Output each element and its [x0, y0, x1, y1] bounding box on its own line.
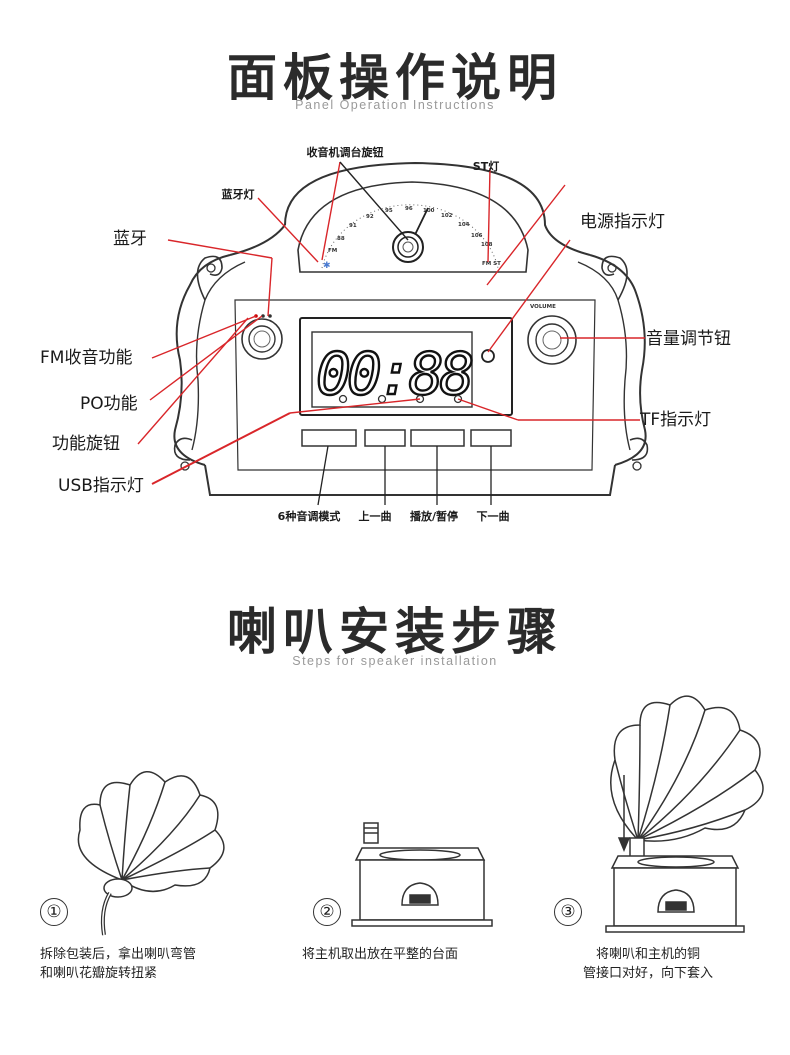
step-caption-line: 将主机取出放在平整的台面 [302, 947, 459, 962]
down-arrow-icon [617, 775, 631, 852]
device-outline [173, 161, 649, 496]
step-caption-3: 将喇叭和主机的铜 管接口对好，向下套入 [583, 945, 713, 983]
label-prev-track: 上一曲 [359, 509, 392, 523]
label-function-knob: 功能旋钮 [52, 434, 120, 454]
label-next-track: 下一曲 [477, 509, 510, 523]
volume-knob[interactable]: VOLUME [527, 304, 577, 365]
button-row [301, 429, 512, 447]
step-caption-line: 管接口对好，向下套入 [583, 966, 714, 981]
label-tuning-knob: 收音机调台旋钮 [307, 145, 384, 159]
dial-num: 91 [349, 223, 357, 229]
label-bluetooth-light: 蓝牙灯 [222, 187, 255, 201]
bluetooth-icon: ✱ [323, 261, 331, 271]
tone-mode-button[interactable] [301, 429, 357, 447]
dial-num: 96 [405, 206, 413, 212]
install-section-subtitle: Steps for speaker installation [292, 654, 498, 668]
dial-num: 92 [366, 214, 374, 220]
label-bluetooth: 蓝牙 [113, 229, 147, 249]
dial-num: 95 [385, 208, 393, 214]
power-indicator-led [481, 349, 495, 363]
function-knob[interactable] [241, 314, 283, 360]
step-number-3: ③ [554, 898, 582, 926]
gramophone-body-illustration [351, 822, 493, 927]
install-section-title: 喇叭安装步骤 [227, 602, 563, 661]
led-display: 00:88 [299, 317, 513, 416]
label-tf-light: TF指示灯 [639, 410, 711, 430]
label-fm-function: FM收音功能 [40, 348, 132, 368]
label-volume-knob: 音量调节钮 [646, 329, 731, 349]
step-number-2: ② [313, 898, 341, 926]
label-usb-light: USB指示灯 [58, 476, 144, 496]
dial-num: 88 [337, 236, 345, 242]
step-number-1: ① [40, 898, 68, 926]
leader-lines [137, 161, 645, 485]
dial-num: 104 [458, 222, 470, 228]
step-caption-2: 将主机取出放在平整的台面 [302, 945, 458, 964]
horn-illustration-1 [77, 771, 225, 936]
dial-num: 102 [441, 213, 453, 219]
label-play-pause: 播放/暂停 [410, 509, 458, 523]
dial-num-fm: FM [328, 248, 337, 254]
label-tone-mode: 6种音调模式 [278, 509, 341, 523]
panel-section-title: 面板操作说明 [227, 48, 563, 107]
label-po-function: PO功能 [80, 394, 138, 414]
tuning-dial: FM 88 91 92 95 96 100 102 104 106 108 FM… [321, 204, 501, 271]
label-st-light: ST灯 [473, 159, 499, 173]
tuning-knob[interactable] [392, 231, 424, 263]
label-power-light: 电源指示灯 [580, 212, 665, 232]
dial-num-fmst: FM ST [482, 261, 501, 267]
volume-small-label: VOLUME [530, 304, 556, 310]
dial-num: 106 [471, 233, 483, 239]
step-caption-line: 和喇叭花瓣旋转扭紧 [40, 966, 158, 981]
panel-diagram: FM 88 91 92 95 96 100 102 104 106 108 FM… [40, 145, 731, 523]
step-caption-1: 拆除包装后，拿出喇叭弯管 和喇叭花瓣旋转扭紧 [40, 945, 196, 983]
panel-section-subtitle: Panel Operation Instructions [295, 98, 495, 112]
usb-indicator-led [338, 394, 348, 404]
assembled-gramophone-illustration [605, 695, 764, 933]
dial-num: 100 [423, 208, 435, 214]
step-caption-line: 拆除包装后，拿出喇叭弯管 [40, 947, 197, 962]
step-caption-line: 将喇叭和主机的铜 [596, 947, 701, 962]
dial-num: 108 [481, 242, 493, 248]
